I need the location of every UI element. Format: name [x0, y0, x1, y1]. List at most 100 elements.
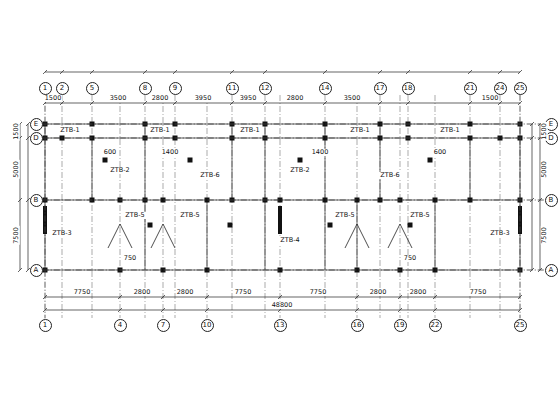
axis-bubble: A: [545, 264, 558, 277]
axis-number: 10: [203, 322, 212, 329]
axis-line: [43, 138, 545, 139]
axis-bubble: 24: [494, 82, 507, 95]
axis-bubble: 17: [374, 82, 387, 95]
axis-bubble: 21: [464, 82, 477, 95]
axis-bubble: 8: [139, 82, 152, 95]
dimension-text: 1500: [12, 122, 19, 141]
column-tag: ZTB-1: [239, 127, 260, 134]
dimension-text: 5000: [12, 160, 19, 179]
dimension-text: 3950: [239, 95, 258, 102]
axis-bubble: 11: [226, 82, 239, 95]
axis-number: 19: [396, 322, 405, 329]
axis-bubble: D: [30, 132, 43, 145]
axis-number: A: [34, 267, 39, 274]
axis-number: E: [34, 121, 38, 128]
axis-number: A: [549, 267, 554, 274]
dimension-text: 600: [103, 149, 117, 156]
axis-number: 25: [516, 322, 525, 329]
axis-number: D: [33, 135, 38, 142]
axis-bubble: 18: [402, 82, 415, 95]
dimension-text: 5000: [540, 160, 547, 179]
axis-number: 1: [43, 322, 47, 329]
dimension-text: 2800: [133, 289, 152, 296]
axis-number: 25: [516, 85, 525, 92]
column-tag: ZTB-3: [51, 230, 72, 237]
column-tag: ZTB-5: [179, 212, 200, 219]
dimension-text: 2800: [409, 289, 428, 296]
axis-number: 22: [431, 322, 440, 329]
dimension-text: 2800: [176, 289, 195, 296]
dimension-text: 7750: [234, 289, 253, 296]
dimension-text: 750: [123, 255, 137, 262]
axis-bubble: 13: [274, 319, 287, 332]
column-tag: ZTB-5: [409, 212, 430, 219]
axis-bubble: 1: [39, 319, 52, 332]
axis-line: [45, 95, 46, 319]
axis-bubble: 22: [429, 319, 442, 332]
axis-number: 13: [276, 322, 285, 329]
dimension-text: 1500: [540, 122, 547, 141]
axis-number: 7: [161, 322, 165, 329]
dimension-text: 3950: [194, 95, 213, 102]
axis-bubble: 7: [157, 319, 170, 332]
axis-bubble: 10: [201, 319, 214, 332]
column-tag: ZTB-2: [109, 167, 130, 174]
dimension-text: 48800: [271, 302, 294, 309]
axis-number: D: [548, 135, 553, 142]
axis-number: 14: [321, 85, 330, 92]
axis-number: 9: [173, 85, 177, 92]
column-tag: ZTB-1: [149, 127, 170, 134]
axis-number: 2: [60, 85, 64, 92]
axis-number: 12: [261, 85, 270, 92]
dimension-text: 1400: [161, 149, 180, 156]
axis-line: [520, 95, 521, 319]
axis-bubble: 1: [39, 82, 52, 95]
axis-number: E: [549, 121, 553, 128]
axis-number: 18: [404, 85, 413, 92]
axis-line: [43, 124, 545, 125]
axis-number: 4: [118, 322, 122, 329]
axis-number: B: [549, 197, 554, 204]
dimension-text: 3500: [109, 95, 128, 102]
axis-number: 24: [496, 85, 505, 92]
axis-number: 11: [228, 85, 237, 92]
column-tag: ZTB-1: [59, 127, 80, 134]
axis-line: [43, 200, 545, 201]
dimension-text: 750: [403, 255, 417, 262]
dimension-text: 1500: [44, 95, 63, 102]
axis-bubble: B: [30, 194, 43, 207]
dimension-text: 7750: [73, 289, 92, 296]
axis-number: 1: [43, 85, 47, 92]
axis-bubble: 12: [259, 82, 272, 95]
axis-bubble: 9: [169, 82, 182, 95]
column-tag: ZTB-3: [489, 230, 510, 237]
axis-bubble: 25: [514, 82, 527, 95]
axis-bubble: 5: [86, 82, 99, 95]
axis-number: 17: [376, 85, 385, 92]
axis-number: 16: [353, 322, 362, 329]
axis-bubble: 19: [394, 319, 407, 332]
axis-bubble: 16: [351, 319, 364, 332]
dimension-text: 2800: [369, 289, 388, 296]
dimension-text: 7750: [469, 289, 488, 296]
axis-number: 8: [143, 85, 147, 92]
column-tag: ZTB-4: [279, 237, 300, 244]
axis-bubble: B: [545, 194, 558, 207]
axis-number: B: [34, 197, 39, 204]
axis-number: 21: [466, 85, 475, 92]
dimension-text: 7500: [12, 226, 19, 245]
axis-bubble: 4: [114, 319, 127, 332]
axis-bubble: 25: [514, 319, 527, 332]
dimension-text: 2800: [286, 95, 305, 102]
column-tag: ZTB-5: [334, 212, 355, 219]
column-tag: ZTB-5: [124, 212, 145, 219]
axis-bubble: 14: [319, 82, 332, 95]
axis-bubble: E: [30, 118, 43, 131]
column-tag: ZTB-6: [379, 172, 400, 179]
axis-bubble: 2: [56, 82, 69, 95]
column-tag: ZTB-1: [349, 127, 370, 134]
dimension-text: 7500: [540, 226, 547, 245]
column-tag: ZTB-6: [199, 172, 220, 179]
